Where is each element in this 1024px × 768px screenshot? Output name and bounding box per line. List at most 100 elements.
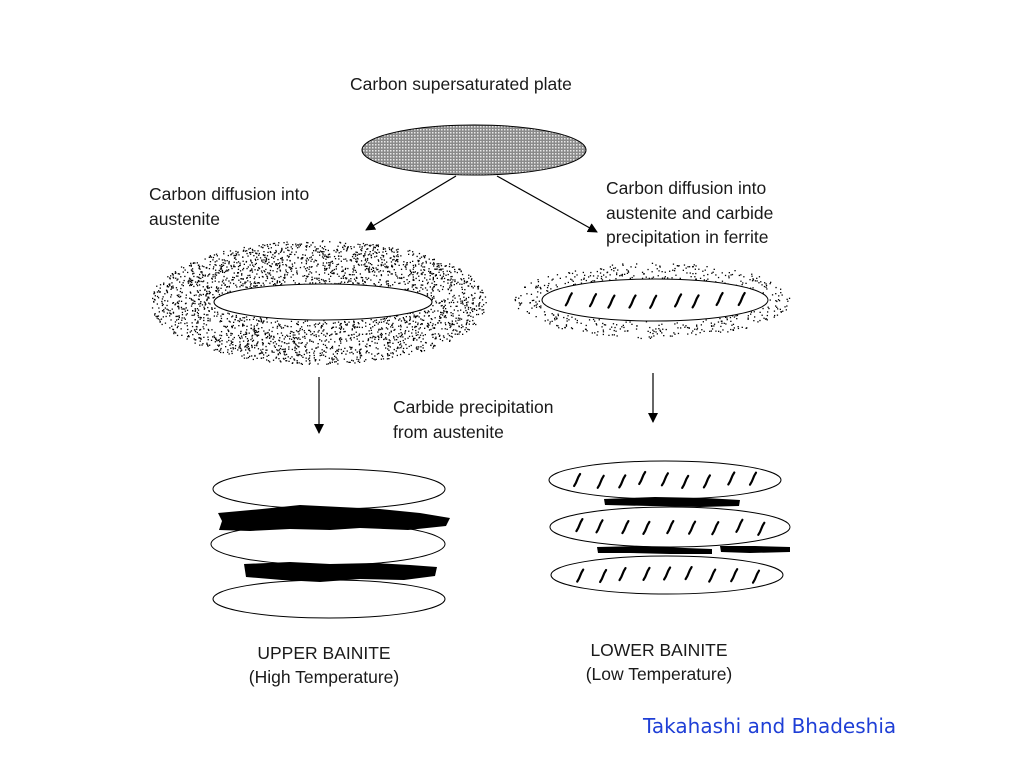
carbon-dot xyxy=(761,314,763,316)
carbon-dot xyxy=(633,275,635,277)
upper-bainite-plate xyxy=(212,579,446,619)
carbon-dot xyxy=(648,336,650,338)
carbon-dot xyxy=(176,315,178,317)
carbon-dot xyxy=(452,329,454,332)
carbon-dot xyxy=(593,280,596,282)
carbon-dot xyxy=(713,268,715,270)
carbon-dot xyxy=(249,252,251,254)
carbon-dot xyxy=(156,295,159,298)
carbide-particle xyxy=(660,472,669,487)
carbon-dot xyxy=(394,263,396,265)
lower-bainite-caption: LOWER BAINITE (Low Temperature) xyxy=(559,638,759,686)
carbon-dot xyxy=(309,329,311,332)
carbon-dot xyxy=(387,343,389,345)
carbon-dot xyxy=(256,285,258,287)
carbon-dot xyxy=(354,362,356,364)
carbon-dot xyxy=(254,269,256,271)
carbon-dot xyxy=(397,341,399,344)
carbon-dot xyxy=(251,248,254,251)
carbon-dot xyxy=(263,251,265,253)
carbon-dot xyxy=(616,324,618,326)
carbon-dot xyxy=(311,348,313,350)
carbon-dot xyxy=(353,333,355,335)
carbon-dot xyxy=(170,294,173,296)
carbide-particle xyxy=(688,520,697,535)
carbon-dot xyxy=(223,250,225,253)
carbon-dot xyxy=(473,285,476,287)
carbon-dot xyxy=(251,340,254,342)
carbon-dot xyxy=(539,286,541,289)
carbon-dot xyxy=(153,293,155,295)
carbon-dot xyxy=(401,277,403,279)
carbon-dot xyxy=(226,260,228,262)
carbon-dot xyxy=(341,352,343,355)
carbon-dot xyxy=(201,265,204,267)
carbon-dot xyxy=(209,303,211,305)
carbon-dot xyxy=(467,328,469,330)
carbon-dot xyxy=(239,270,242,272)
carbon-dot xyxy=(369,345,371,347)
carbon-dot xyxy=(226,277,228,279)
carbon-dot xyxy=(453,329,455,331)
carbon-dot xyxy=(183,317,185,319)
carbon-dot xyxy=(378,271,380,273)
carbon-dot xyxy=(423,257,426,259)
carbon-dot xyxy=(580,322,582,324)
carbon-dot xyxy=(174,303,177,305)
carbon-dot xyxy=(403,276,405,279)
carbon-dot xyxy=(753,320,755,322)
carbon-dot xyxy=(339,282,342,284)
carbon-dot xyxy=(379,279,381,281)
carbon-dot xyxy=(422,280,424,282)
carbon-dot xyxy=(720,325,722,328)
carbon-dot xyxy=(298,342,300,344)
carbon-dot xyxy=(707,273,709,276)
carbon-dot xyxy=(405,316,407,318)
carbon-dot xyxy=(412,253,415,255)
carbon-dot xyxy=(255,252,257,254)
upper-bainite-plate xyxy=(212,468,446,510)
carbon-dot xyxy=(398,282,400,285)
carbon-dot xyxy=(389,285,392,287)
carbon-dot xyxy=(694,276,696,278)
carbon-dot xyxy=(335,326,337,328)
carbon-dot xyxy=(209,261,212,263)
carbon-dot xyxy=(406,264,408,266)
carbon-dot xyxy=(725,316,727,318)
carbon-dot xyxy=(583,278,585,280)
carbon-dot xyxy=(430,292,432,294)
carbon-dot xyxy=(371,357,373,360)
carbon-dot xyxy=(290,330,292,333)
carbon-dot xyxy=(317,323,319,325)
carbon-dot xyxy=(465,323,467,326)
carbon-dot xyxy=(412,288,415,291)
carbon-dot xyxy=(386,316,389,318)
carbon-dot xyxy=(251,337,253,339)
carbon-dot xyxy=(432,305,434,307)
carbon-dot xyxy=(172,274,174,276)
carbon-dot xyxy=(260,320,262,322)
carbon-dot xyxy=(431,272,433,274)
carbon-dot xyxy=(449,263,451,265)
carbon-dot xyxy=(448,322,451,325)
carbon-dot xyxy=(749,279,751,281)
carbon-dot xyxy=(416,348,418,350)
carbon-dot xyxy=(172,273,174,275)
carbon-dot xyxy=(361,326,363,329)
carbon-dot xyxy=(283,348,285,350)
carbon-dot xyxy=(169,327,171,329)
carbon-dot xyxy=(156,291,159,293)
carbon-dot xyxy=(295,251,297,253)
carbon-dot xyxy=(415,332,417,334)
carbon-dot xyxy=(338,258,340,260)
carbon-dot xyxy=(261,275,264,278)
carbon-dot xyxy=(602,322,604,325)
carbon-dot xyxy=(192,270,194,273)
carbon-dot xyxy=(379,270,382,272)
carbon-dot xyxy=(733,327,735,329)
carbon-dot xyxy=(385,336,387,339)
carbon-dot xyxy=(244,333,246,335)
carbon-dot xyxy=(469,312,471,314)
carbon-dot xyxy=(458,331,461,333)
carbon-dot xyxy=(372,267,375,269)
